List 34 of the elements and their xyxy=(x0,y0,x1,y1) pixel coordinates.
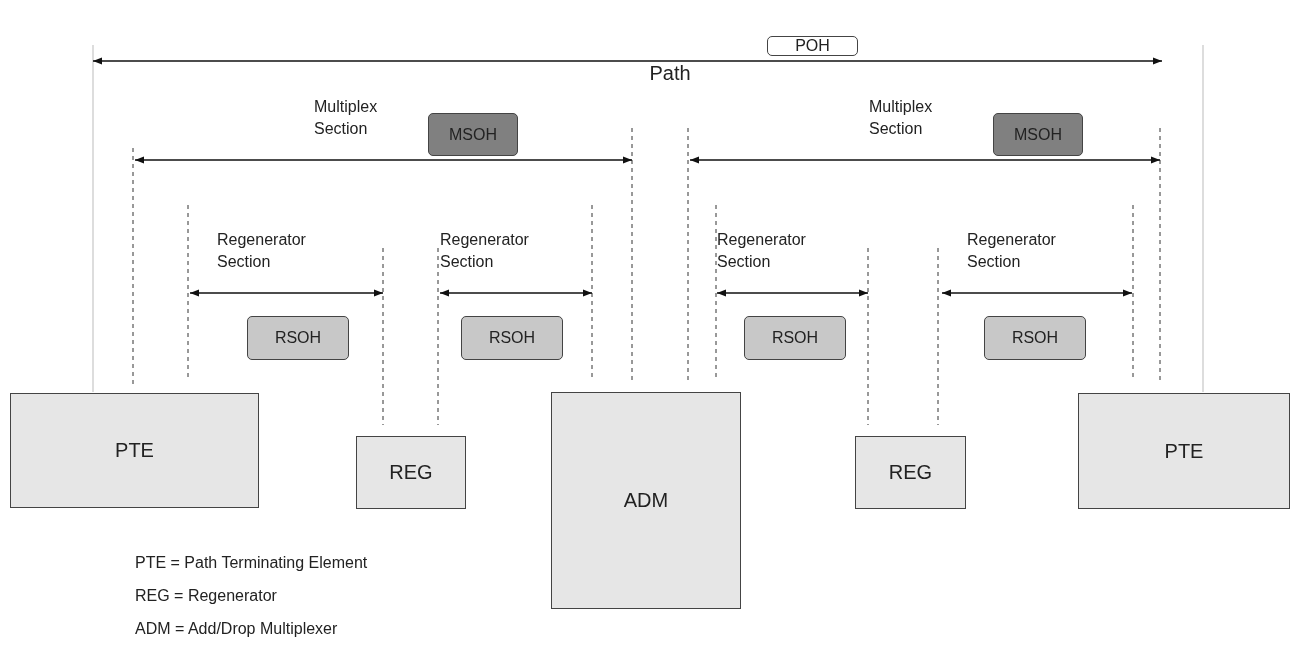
node-label: MSOH xyxy=(449,125,497,144)
section-label: Regenerator Section xyxy=(717,230,807,272)
node-label: RSOH xyxy=(771,329,819,347)
network-element-box xyxy=(551,392,741,609)
legend-note: PTE = Path Terminating Element xyxy=(135,553,369,573)
node-label: PTE xyxy=(1164,439,1204,463)
section-label: Regenerator Section xyxy=(967,230,1057,272)
network-element-box xyxy=(1078,393,1290,509)
node-label: REG xyxy=(389,461,433,484)
node-label: RSOH xyxy=(488,329,536,347)
overhead-box xyxy=(984,316,1086,360)
section-label: Multiplex Section xyxy=(869,97,934,139)
overhead-box xyxy=(744,316,846,360)
overhead-box xyxy=(767,36,858,56)
node-label: PTE xyxy=(115,439,154,462)
node-label: RSOH xyxy=(274,329,322,347)
span-label: Path xyxy=(648,62,692,84)
overhead-box xyxy=(247,316,349,360)
overhead-box xyxy=(461,316,563,360)
network-element-box xyxy=(10,393,259,508)
overhead-box xyxy=(993,113,1083,156)
network-element-box xyxy=(356,436,466,509)
node-label: ADM xyxy=(623,489,669,512)
section-label: Regenerator Section xyxy=(440,230,530,272)
node-label: MSOH xyxy=(1014,125,1062,144)
network-element-box xyxy=(855,436,966,509)
section-label: Multiplex Section xyxy=(314,97,379,139)
node-label: REG xyxy=(888,461,933,484)
section-label: Regenerator Section xyxy=(217,230,307,272)
legend-note: REG = Regenerator xyxy=(135,586,278,606)
node-label: POH xyxy=(795,37,830,55)
node-label: RSOH xyxy=(1011,329,1059,347)
overhead-box xyxy=(428,113,518,156)
legend-note: ADM = Add/Drop Multiplexer xyxy=(135,619,339,639)
